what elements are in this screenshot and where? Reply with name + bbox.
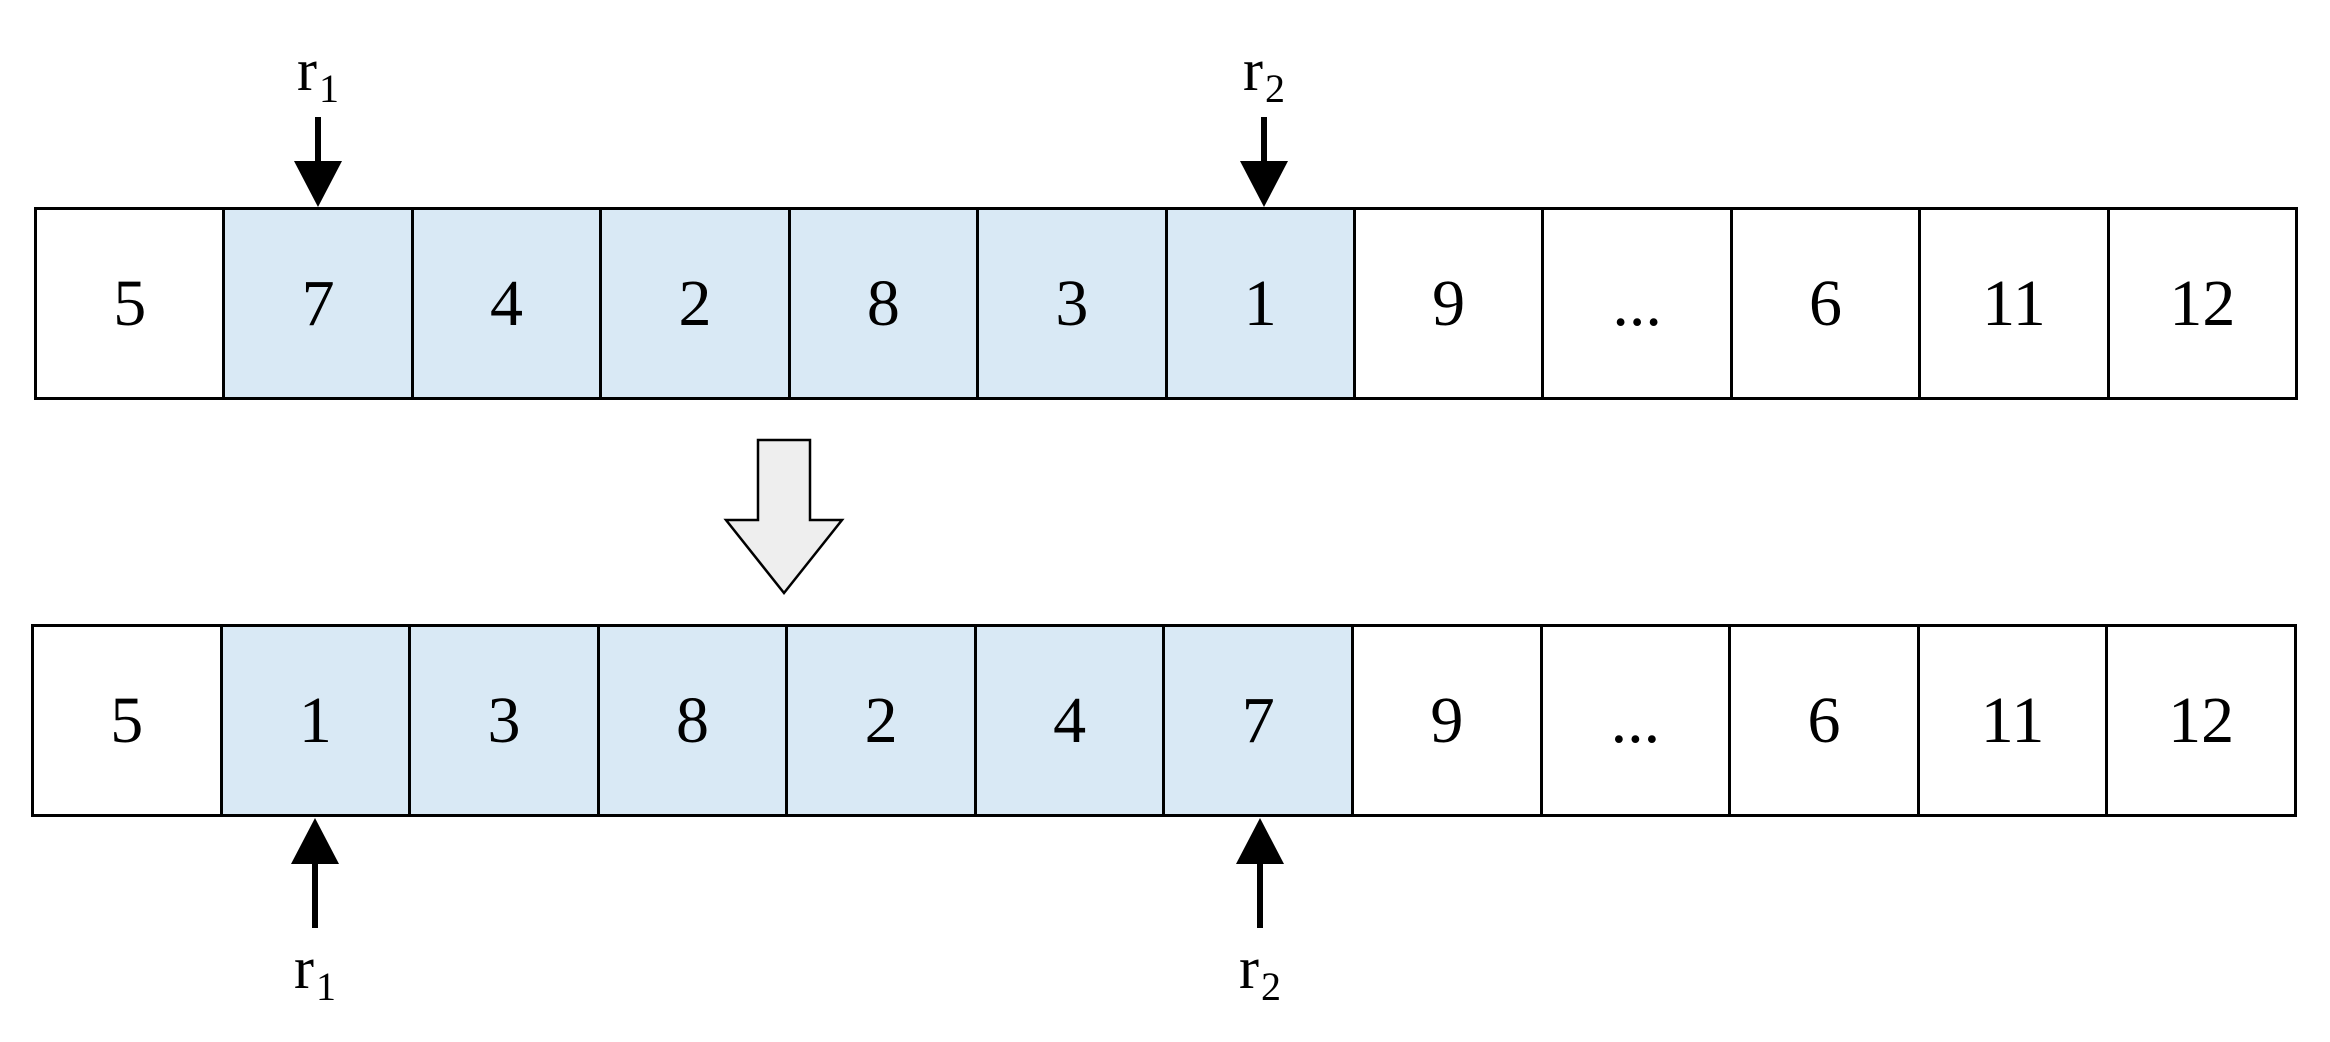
array-cell: 8 bbox=[599, 627, 789, 814]
pointer-label: r2 bbox=[1214, 37, 1314, 111]
array-cell: 6 bbox=[1731, 627, 1920, 814]
array-cell: 4 bbox=[413, 210, 603, 397]
pointer-subscript: 1 bbox=[315, 964, 336, 1009]
array-cell: 6 bbox=[1732, 210, 1922, 397]
array-cell: 11 bbox=[1919, 627, 2109, 814]
pointer-r1-top: r1 bbox=[268, 40, 368, 207]
pointer-label: r1 bbox=[265, 935, 365, 1009]
array-cell: 11 bbox=[1921, 210, 2110, 397]
pointer-r2-top: r2 bbox=[1214, 40, 1314, 207]
array-cell: 1 bbox=[1167, 210, 1356, 397]
array-cell: 4 bbox=[976, 627, 1166, 814]
array-cell: 5 bbox=[37, 210, 226, 397]
pointer-label: r2 bbox=[1210, 935, 1310, 1009]
pointer-label: r1 bbox=[268, 37, 368, 111]
array-cell: 3 bbox=[411, 627, 600, 814]
array-before: 5 7 4 2 8 3 1 9 ... 6 11 12 bbox=[34, 207, 2298, 400]
array-cell: 2 bbox=[602, 210, 791, 397]
array-cell: 8 bbox=[790, 210, 980, 397]
pointer-base: r bbox=[294, 935, 314, 1001]
array-cell: 1 bbox=[222, 627, 412, 814]
array-cell: 9 bbox=[1354, 627, 1543, 814]
pointer-base: r bbox=[297, 37, 317, 103]
array-cell: 7 bbox=[1165, 627, 1355, 814]
array-cell: 12 bbox=[2109, 210, 2296, 397]
array-cell: 3 bbox=[979, 210, 1168, 397]
pointer-subscript: 2 bbox=[1264, 66, 1285, 111]
pointer-r1-bottom: r1 bbox=[265, 818, 365, 1009]
pointer-base: r bbox=[1239, 935, 1259, 1001]
pointer-subscript: 2 bbox=[1260, 964, 1281, 1009]
array-cell: 5 bbox=[34, 627, 223, 814]
array-cell: 2 bbox=[788, 627, 977, 814]
pointer-base: r bbox=[1243, 37, 1263, 103]
array-cell: 7 bbox=[225, 210, 414, 397]
array-cell: ... bbox=[1544, 210, 1733, 397]
transition-arrow-icon bbox=[723, 438, 845, 596]
down-arrow-icon bbox=[294, 117, 342, 207]
array-cell: ... bbox=[1542, 627, 1732, 814]
array-cell: 12 bbox=[2108, 627, 2294, 814]
up-arrow-icon bbox=[1236, 818, 1284, 928]
pointer-subscript: 1 bbox=[318, 66, 339, 111]
array-cell: 9 bbox=[1355, 210, 1545, 397]
array-after: 5 1 3 8 2 4 7 9 ... 6 11 12 bbox=[31, 624, 2297, 817]
pointer-r2-bottom: r2 bbox=[1210, 818, 1310, 1009]
up-arrow-icon bbox=[291, 818, 339, 928]
down-arrow-icon bbox=[1240, 117, 1288, 207]
